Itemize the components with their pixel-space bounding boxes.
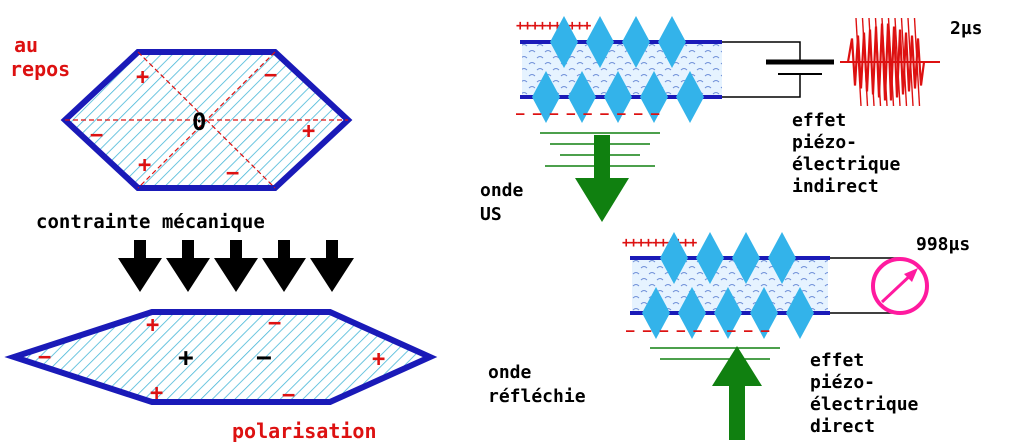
stress-arrow: [262, 240, 306, 292]
charge-sign: −: [268, 311, 281, 336]
top-minus-row: — — — — — — — — —: [516, 106, 660, 122]
pulse-stroke: [861, 17, 869, 107]
charge-sign: −: [226, 161, 239, 186]
dipole-diamond: [568, 71, 596, 123]
charge-sign: −: [264, 63, 277, 88]
top-dipoles: [532, 16, 704, 123]
dipole-diamond: [786, 287, 814, 339]
pulse-wave: [846, 23, 926, 101]
meter-icon: [871, 257, 929, 315]
stress-arrow: [214, 240, 258, 292]
stressed-center-plus: +: [178, 343, 194, 373]
charge-sign: +: [150, 381, 163, 406]
bottom-minus-row: — — — — — — — — —: [626, 323, 770, 339]
dipole-diamond: [732, 232, 760, 284]
stress-label: contrainte mécanique: [36, 211, 265, 233]
dipole-diamond: [658, 16, 686, 68]
polarisation-label: polarisation: [232, 419, 377, 443]
bottom-wavefront-lines: [650, 347, 780, 360]
dipole-diamond: [768, 232, 796, 284]
top-circuit: [722, 41, 834, 98]
pulse-time: 2µs: [950, 18, 983, 39]
pulse-stroke: [881, 17, 888, 107]
stressed-charge-signs: +−−++−: [38, 311, 385, 408]
dipole-diamond: [550, 16, 578, 68]
charge-sign: +: [138, 153, 151, 178]
rest-charge-signs: + − − + + −: [90, 63, 315, 186]
stress-arrows: [118, 240, 354, 292]
stressed-center-minus: −: [256, 343, 272, 373]
reflected-wave-arrow: [712, 346, 762, 440]
pulse-stroke: [900, 17, 908, 107]
dipole-diamond: [604, 71, 632, 123]
dipole-diamond: [622, 16, 650, 68]
emitted-wave-arrow: [575, 135, 629, 222]
dipole-diamond: [640, 71, 668, 123]
pulse-stroke: [868, 17, 875, 107]
charge-sign: −: [90, 123, 103, 148]
pulse-stroke: [855, 17, 862, 107]
dipole-diamond: [586, 16, 614, 68]
voltage-pulse: [846, 17, 926, 107]
top-charge-row: ++++++++++: [516, 18, 591, 34]
dipole-diamond: [660, 232, 688, 284]
pulse-stroke: [887, 17, 895, 107]
dipole-diamond: [676, 71, 704, 123]
stress-arrow: [118, 240, 162, 292]
charge-sign: −: [38, 345, 51, 370]
pulse-stroke: [894, 17, 901, 107]
hexagon-at-rest: [60, 49, 353, 191]
dipole-diamond: [696, 232, 724, 284]
charge-sign: +: [146, 313, 159, 338]
pulse-stroke: [907, 17, 914, 107]
dipole-diamond: [750, 287, 778, 339]
dipole-diamond: [714, 287, 742, 339]
charge-sign: −: [282, 383, 295, 408]
rest-label-line2: repos: [10, 57, 70, 81]
dipole-diamond: [532, 71, 560, 123]
dipole-diamond: [642, 287, 670, 339]
pulse-stroke: [874, 17, 882, 107]
dipole-diamond: [678, 287, 706, 339]
charge-sign: +: [372, 347, 385, 372]
rest-label-line1: au: [14, 33, 38, 57]
pulse-stroke: [913, 17, 921, 107]
stress-arrow: [166, 240, 210, 292]
center-origin-label: 0: [192, 108, 206, 136]
charge-sign: +: [136, 65, 149, 90]
bottom-charge-row: ++++++++++: [622, 235, 697, 251]
bottom-dipoles: [642, 232, 814, 339]
echo-time: 998µs: [916, 234, 970, 255]
stress-arrow: [310, 240, 354, 292]
hexagon-stressed: [4, 309, 438, 405]
charge-sign: +: [302, 119, 315, 144]
